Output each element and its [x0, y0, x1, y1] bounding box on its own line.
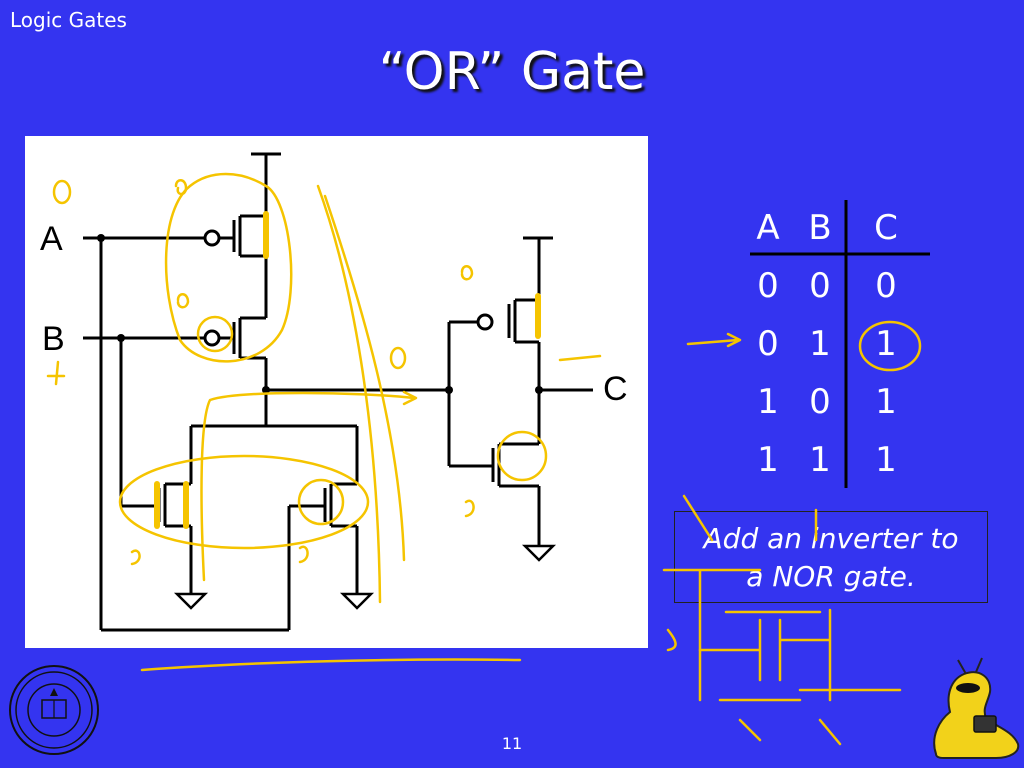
- input-b-label: B: [42, 320, 65, 358]
- university-seal-icon: [9, 665, 99, 755]
- note-line-2: a NOR gate.: [746, 560, 916, 593]
- note-line-1: Add an inverter to: [703, 522, 959, 555]
- row3-c: 1: [875, 382, 897, 422]
- header-b: B: [808, 208, 832, 248]
- circuit-diagram: A B C: [25, 136, 648, 648]
- truth-table: A B C 0 0 0 0 1 1 1 0 1 1 1 1: [750, 200, 940, 490]
- row3-b: 0: [809, 382, 831, 422]
- schematic-lines: [83, 152, 593, 632]
- note-box: Add an inverter to a NOR gate.: [674, 511, 988, 603]
- row3-a: 1: [757, 382, 779, 422]
- row2-c: 1: [875, 324, 897, 364]
- page-number: 11: [501, 734, 523, 753]
- section-title: Logic Gates: [10, 8, 127, 32]
- output-c-label: C: [603, 370, 628, 408]
- row2-a: 0: [757, 324, 779, 364]
- row4-b: 1: [809, 440, 831, 480]
- row1-b: 0: [809, 266, 831, 306]
- row4-a: 1: [757, 440, 779, 480]
- slide-title: “OR” Gate: [378, 42, 646, 102]
- input-a-label: A: [40, 220, 63, 258]
- slug-mascot-icon: [933, 657, 1020, 759]
- row1-c: 0: [875, 266, 897, 306]
- row2-b: 1: [809, 324, 831, 364]
- header-a: A: [756, 208, 780, 248]
- truth-table-lines: [750, 200, 930, 488]
- row4-c: 1: [875, 440, 897, 480]
- header-c: C: [874, 208, 898, 248]
- row1-a: 0: [757, 266, 779, 306]
